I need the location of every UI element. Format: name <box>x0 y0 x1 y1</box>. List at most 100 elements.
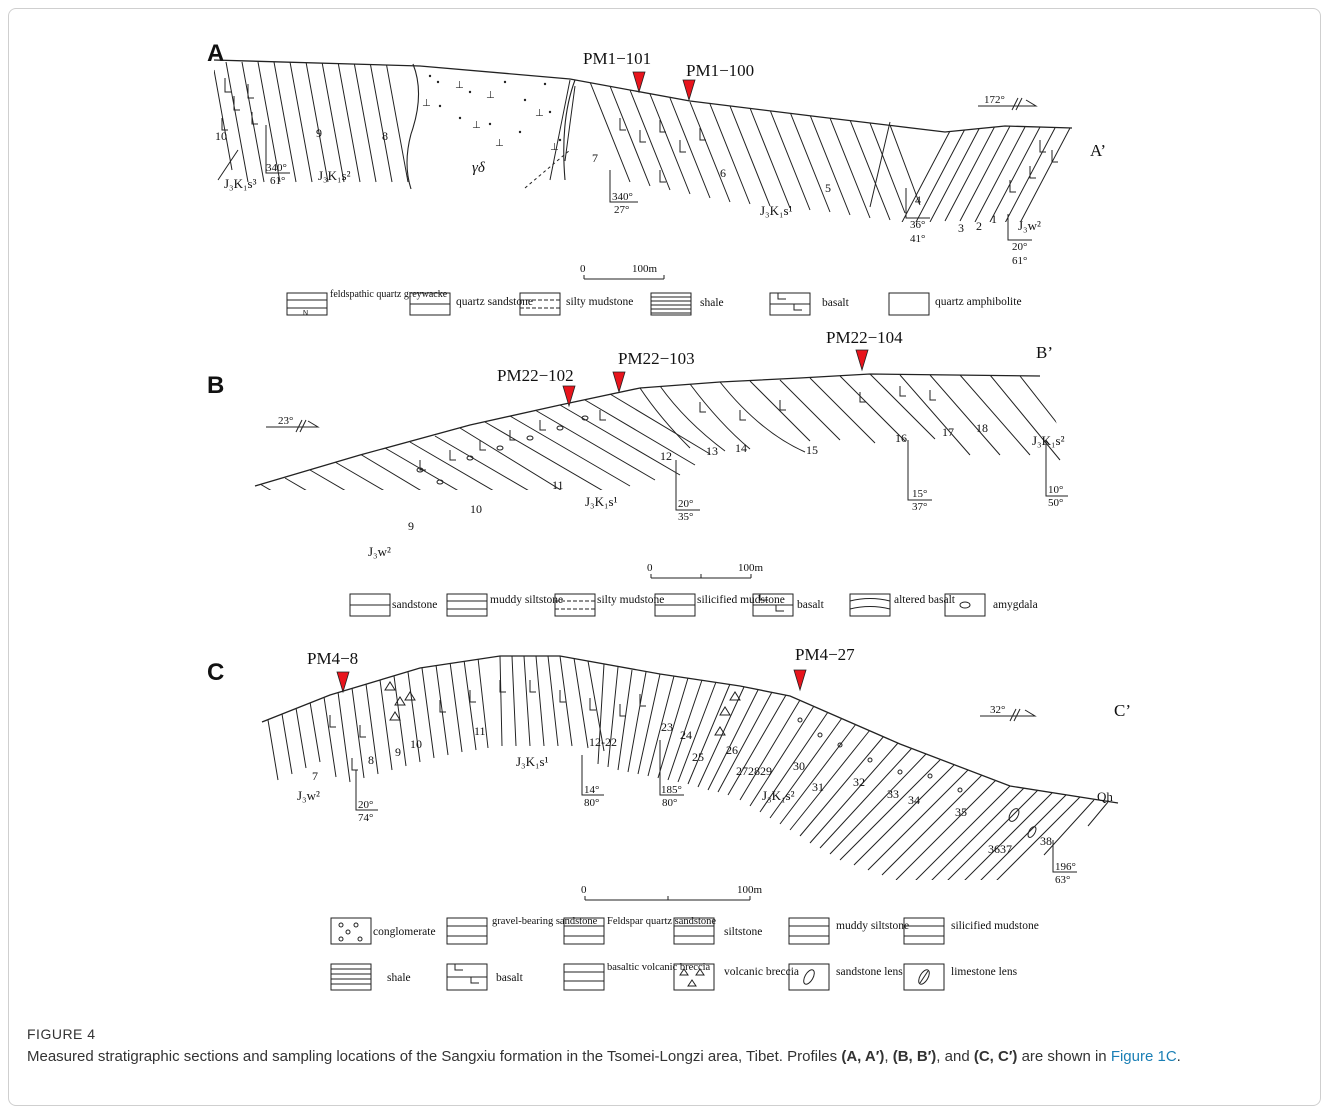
bed-number: 35 <box>955 805 967 819</box>
end-label-b: B’ <box>1036 343 1053 362</box>
legend-label: gravel-bearing sandstone <box>492 916 598 927</box>
legend-label: silicified mudstone <box>697 594 785 606</box>
attitude-values-c: 20° 74° 14° 80° 185° 80° 196° 63° <box>358 784 1076 886</box>
attitude-dip: 35° <box>678 511 693 523</box>
legend-labels-b: sandstone muddy siltstone silty mudstone… <box>392 594 1038 611</box>
bed-number: 1 <box>991 212 997 226</box>
direction-label-a: 172° <box>984 94 1005 106</box>
attitude-azimuth: 185° <box>661 784 682 796</box>
attitude-azimuth: 340° <box>612 191 633 203</box>
legend-label: muddy siltstone <box>490 594 563 606</box>
legend-label: basalt <box>822 297 850 309</box>
bed-number: 13 <box>706 444 718 458</box>
muddy-siltstone-swatch <box>447 594 487 616</box>
bed-number: 9 <box>316 126 322 140</box>
bed-number: 34 <box>908 793 920 807</box>
panel-b: B PM22−102 PM22−103 PM22−104 B’ 9 10 11 … <box>207 328 1075 616</box>
legend-label: basalt <box>797 599 825 611</box>
formation-label: J₃K₁s¹ <box>760 203 793 218</box>
gravel-bearing-sandstone-swatch <box>447 918 487 944</box>
quartz-amphibolite-swatch <box>889 293 929 315</box>
shale-swatch <box>651 293 691 315</box>
panel-c: C PM4−8 PM4−27 C’ 7 8 <box>207 645 1131 990</box>
bed-number: 7 <box>592 151 598 165</box>
scale-labels-a: 0 100m <box>580 263 658 275</box>
svg-text:⊥: ⊥ <box>486 90 495 101</box>
bed-number: 16 <box>895 431 907 445</box>
sample-label: PM1−100 <box>686 61 754 80</box>
sample-labels-b: PM22−102 PM22−103 PM22−104 <box>497 328 903 385</box>
attitude-symbols-c <box>356 740 1077 872</box>
bed-number: 4 <box>915 193 921 207</box>
end-label-a: A’ <box>1090 141 1106 160</box>
bed-number: 23 <box>661 720 673 734</box>
end-label-c: C’ <box>1114 701 1131 720</box>
direction-arrow-c <box>980 709 1035 721</box>
attitude-azimuth: 10° <box>1048 484 1063 496</box>
legend-label: Feldspar quartz sandstone <box>607 916 716 927</box>
caption-label: FIGURE 4 <box>27 1026 1297 1042</box>
bed-number: 10 <box>470 502 482 516</box>
formation-label: J₃w² <box>1018 218 1041 233</box>
legend-b <box>350 594 985 616</box>
formation-label: Qh <box>1097 789 1113 804</box>
sample-markers-c <box>337 670 806 692</box>
amygdala-marks-b <box>417 416 588 484</box>
attitude-dip: 80° <box>584 797 599 809</box>
basalt-swatch <box>770 293 810 315</box>
caption-text-part: Measured stratigraphic sections and samp… <box>27 1048 841 1065</box>
bed-number: 33 <box>887 787 899 801</box>
limestone-lens-swatch <box>904 964 944 990</box>
conglomerate-swatch <box>331 918 371 944</box>
silicified-mudstone-swatch <box>904 918 944 944</box>
figure-link[interactable]: Figure 1C <box>1111 1048 1177 1065</box>
legend-label: silty mudstone <box>566 296 633 308</box>
intrusion-contact-a <box>407 64 419 189</box>
formation-label: J₃K₁s² <box>318 168 351 183</box>
scale-max: 100m <box>632 263 658 275</box>
bed-number: 3637 <box>988 842 1012 856</box>
attitude-dip: 37° <box>912 501 927 513</box>
bed-number: 10 <box>410 737 422 751</box>
attitude-azimuth: 15° <box>912 488 927 500</box>
svg-text:N: N <box>303 310 308 317</box>
formation-label: J₃K₁s² <box>1032 433 1065 448</box>
legend-labels-a: feldspathic quartz greywacke quartz sand… <box>330 289 1022 309</box>
bed-number: 9 <box>395 745 401 759</box>
sample-label: PM22−102 <box>497 366 574 385</box>
scale-bar-c <box>585 896 750 900</box>
formation-label: J₃K₁s³ <box>224 176 257 191</box>
attitude-dip: 80° <box>662 797 677 809</box>
bed-number: 15 <box>806 443 818 457</box>
bed-number: 18 <box>976 421 988 435</box>
surface-profile-b <box>255 374 1040 486</box>
bed-number: 3 <box>958 221 964 235</box>
legend-label: sandstone <box>392 599 437 611</box>
legend-label: basaltic volcanic breccia <box>607 962 711 973</box>
panel-letter-c: C <box>207 659 224 686</box>
attitude-dip: 63° <box>1055 874 1070 886</box>
bed-number: 11 <box>474 724 486 738</box>
bed-number: 11 <box>552 478 564 492</box>
attitude-azimuth: 196° <box>1055 861 1076 873</box>
legend-label: sandstone lens <box>836 966 903 978</box>
scale-max: 100m <box>738 562 764 574</box>
bedding-lines-b <box>260 374 1075 554</box>
direction-label-c: 32° <box>990 704 1005 716</box>
attitude-values-b: 20° 35° 15° 37° 10° 50° <box>678 484 1063 523</box>
bed-number: 30 <box>793 759 805 773</box>
sample-markers-b <box>563 350 868 406</box>
bed-number: 24 <box>680 728 692 742</box>
scale-zero: 0 <box>581 884 587 896</box>
caption-text-part: . <box>1177 1048 1181 1065</box>
scale-zero: 0 <box>580 263 586 275</box>
attitude-azimuth: 20° <box>358 799 373 811</box>
bed-number: 17 <box>942 425 954 439</box>
sample-label: PM22−104 <box>826 328 903 347</box>
bed-number: 12-22 <box>589 735 617 749</box>
bed-number: 2 <box>976 219 982 233</box>
direction-label-b: 23° <box>278 415 293 427</box>
legend-label: quartz amphibolite <box>935 296 1022 308</box>
bedding-lines-c <box>268 656 1108 895</box>
attitude-dip: 41° <box>910 233 925 245</box>
